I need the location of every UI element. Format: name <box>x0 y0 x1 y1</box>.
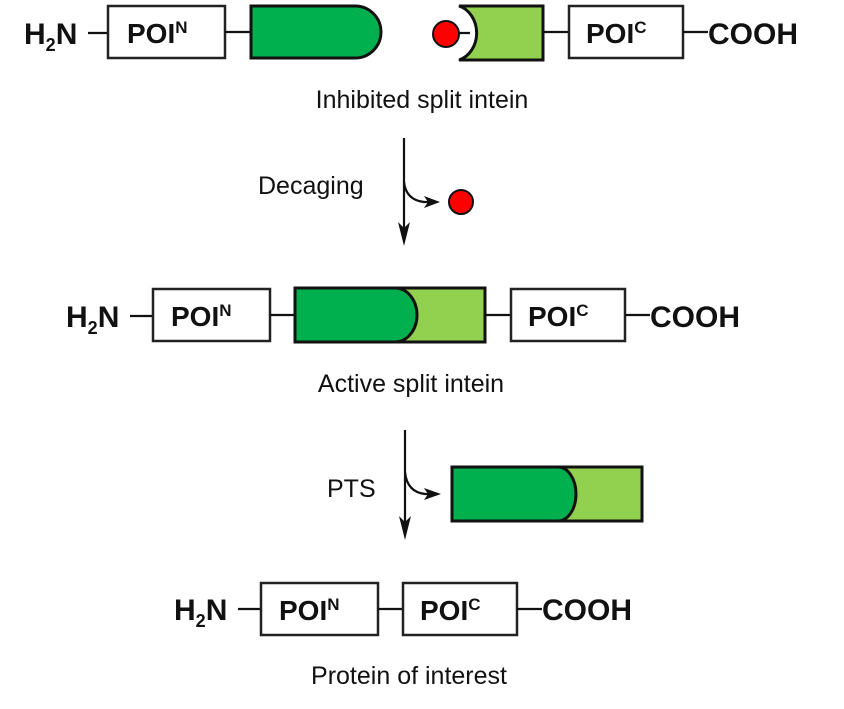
poi-c-label: POIC <box>420 595 481 626</box>
pts-step: PTS <box>327 430 644 540</box>
poi-c-label: POIC <box>586 18 647 49</box>
state-label-product: Protein of interest <box>311 662 507 690</box>
poi-n-box <box>151 287 272 343</box>
product-construct: H2N POIN POIC COOH <box>174 581 632 637</box>
step-label-decaging: Decaging <box>258 172 364 200</box>
release-curve <box>402 181 430 204</box>
c-terminus-label: COOH <box>708 18 798 51</box>
c-terminus-label: COOH <box>650 301 740 334</box>
poi-n-label: POIN <box>279 595 340 626</box>
n-terminus-label: H2N <box>174 594 227 631</box>
release-arrowhead-icon <box>424 196 440 208</box>
poi-n-label: POIN <box>171 301 232 332</box>
released-cage-group-icon <box>448 189 474 215</box>
state-label-inhibited: Inhibited split intein <box>316 86 529 114</box>
step-label-pts: PTS <box>327 475 376 503</box>
excised-intein-n <box>450 465 578 523</box>
inhibited-construct: H2N POIN POIC COOH <box>24 4 798 62</box>
n-terminus-label: H2N <box>24 18 77 55</box>
state-label-active: Active split intein <box>318 370 504 398</box>
release-arrowhead-icon <box>424 488 441 500</box>
intein-n-fragment <box>293 286 419 344</box>
decaging-step: Decaging <box>258 138 474 246</box>
down-arrow-icon <box>399 516 411 540</box>
poi-c-label: POIC <box>528 301 589 332</box>
down-arrow-icon <box>398 222 410 246</box>
intein-c-fragment-caged <box>458 4 545 62</box>
c-terminus-label: COOH <box>542 594 632 627</box>
poi-n-box <box>259 581 380 637</box>
excised-intein <box>450 465 644 523</box>
cage-group-icon <box>432 20 460 48</box>
n-terminus-label: H2N <box>66 301 119 338</box>
poi-n-label: POIN <box>127 18 188 49</box>
intein-n-fragment <box>249 4 383 60</box>
active-construct: H2N POIN POIC COOH <box>66 286 740 344</box>
poi-c-box <box>401 581 519 637</box>
release-curve <box>403 471 432 496</box>
